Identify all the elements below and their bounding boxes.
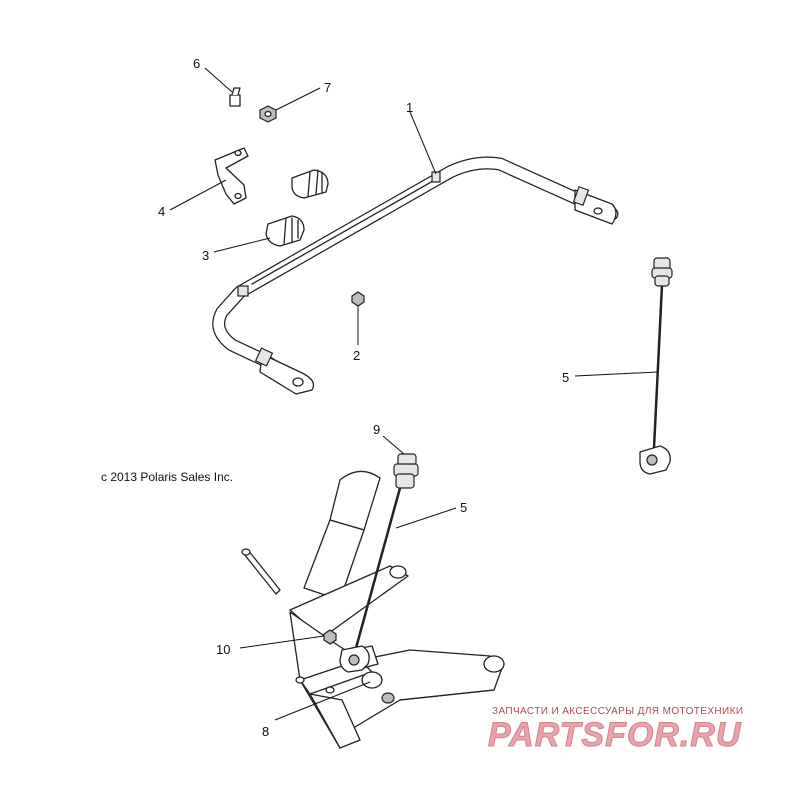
callout-5-right: 5: [562, 370, 569, 385]
callout-4: 4: [158, 204, 165, 219]
watermark-logo: PARTSFOR.RU: [487, 716, 742, 755]
callout-5-left: 5: [460, 500, 467, 515]
leader-9: [382, 435, 405, 455]
nut-part-2: [351, 291, 365, 307]
leader-6: [204, 67, 233, 93]
leader-5b: [395, 507, 457, 529]
watermark-tagline: ЗАПЧАСТИ И АКСЕССУАРЫ ДЛЯ МОТОТЕХНИКИ: [492, 706, 744, 717]
nut-part-7: [259, 105, 277, 123]
callout-10: 10: [216, 642, 230, 657]
leader-10: [239, 635, 325, 649]
callout-7: 7: [324, 80, 331, 95]
callout-6: 6: [193, 56, 200, 71]
callout-1: 1: [406, 100, 413, 115]
bolt-part-6: [229, 87, 241, 107]
nut-part-10: [323, 629, 337, 645]
leader-1: [409, 111, 437, 175]
leader-3: [213, 237, 271, 253]
stabilizer-bar: [212, 156, 619, 395]
leader-8: [274, 681, 371, 721]
callout-3: 3: [202, 248, 209, 263]
leader-4: [169, 179, 227, 211]
callout-8: 8: [262, 724, 269, 739]
leader-5a: [574, 371, 659, 377]
leader-7: [275, 87, 321, 111]
bracket-part-4: [214, 147, 249, 205]
bushing-upper-part-3: [291, 169, 329, 199]
copyright-notice: c 2013 Polaris Sales Inc.: [101, 470, 234, 484]
stabilizer-link-left: [339, 453, 419, 673]
bushing-lower-part-3: [265, 215, 305, 247]
stabilizer-link-right: [639, 257, 673, 475]
callout-2: 2: [353, 348, 360, 363]
callout-9: 9: [373, 422, 380, 437]
